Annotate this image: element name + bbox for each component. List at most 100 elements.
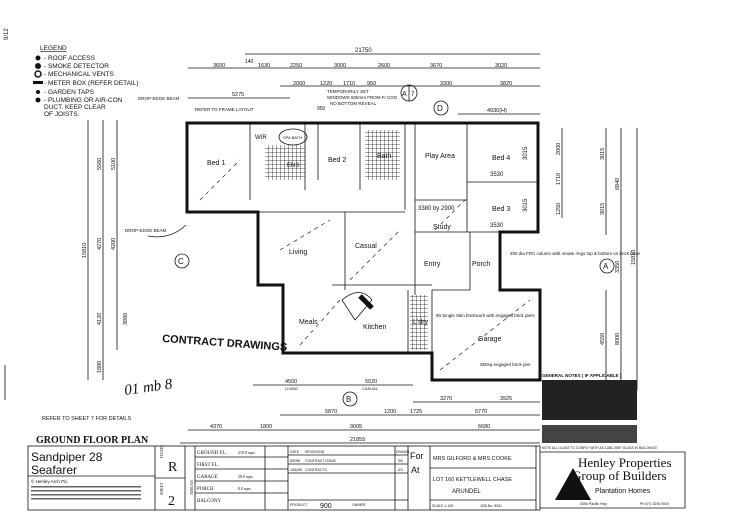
top-dimensions: 21750 3600 140 1630 2250 3000 2600 3670 … [188,48,540,115]
owner-label: OWNER [352,503,366,507]
glass-note: NOTE ALL GLASS TO COMPLY WITH AS 1288-19… [542,446,659,450]
grid-marker-a-right: A [603,262,609,271]
room-labels: Bed 1 WIR SPA BATH ENS Bed 2 Bath Play A… [207,135,529,343]
product-code: 900 [320,503,332,510]
dimension: 1200 [384,409,396,415]
right-dimensions: 15810 6840 3350 8000 3015 3015 4550 2000… [556,128,638,390]
company-logo [555,468,591,500]
revision-desc: CONTRACTS [305,468,327,472]
garden-tap-icon [36,90,40,94]
dimension: 1630 [258,63,270,69]
title-block [27,445,541,511]
dimension: 5275 [232,92,244,98]
product-label: PRODUCT [290,503,308,507]
client-name: MRS GILFORD & MRS COOKE [433,456,512,462]
dimension: 3600 [213,63,225,69]
area-value: 8.0 sqm [238,486,252,491]
dimension: 6840 [615,178,621,190]
areas-label: AREAS [189,480,194,495]
dimension: 5020 [365,379,377,385]
legend-item: - MECHANICAL VENTS [44,71,114,78]
room-bath: Bath [377,153,392,160]
legend-item: DUCT. KEEP CLEAR [44,104,106,111]
revision-date: 18/6/98 [290,468,302,472]
dimension: 140 [245,59,254,65]
dimension: 1725 [410,409,422,415]
bottom-dimensions: 4500 LIVING 5020 CASUAL 3270 3925 5870 1… [180,379,540,444]
area-name: PORCH [197,487,214,492]
plumbing-icon [35,97,41,103]
margin-text: 9/12 [4,28,10,40]
left-dimensions: 15810 5560 4270 4120 1880 5100 4200 3980 [82,120,129,380]
revision-date: 8/5/98 [290,459,300,463]
grid-marker-d: D [437,104,443,113]
dimension: 1710 [556,173,562,185]
dimension: 4930(H) [487,108,507,114]
area-name: GROUND FL. [197,451,227,456]
dimension: 5870 [325,409,337,415]
grid-marker-sheet: 7 [411,92,415,98]
legend-item: - SMOKE DETECTOR [44,63,109,70]
general-notes-title: GENERAL NOTES ( IF APPLICABLE ) [542,373,622,378]
brickwork-note: 90 Single Skin brickwork with engaged br… [436,313,536,318]
windows-note: WINDOWS 505mm FROM F/ COG [327,95,398,100]
copyright: © Henley Arch P/L [31,478,68,484]
room-bed3-side: 3015 [523,198,529,212]
room-study: Study [433,224,451,231]
area-value: 38.0 sqm [238,474,254,479]
dimension: 2000 [293,81,305,87]
suburb: ARUNDEL [452,489,481,495]
dimension: 8000 [615,333,621,345]
contract-drawings-stamp: CONTRACT DRAWINGS [162,333,288,354]
legend-item: - METER BOX (REFER DETAIL) [44,80,139,87]
area-name: GARAGE [197,475,218,480]
dimension: 950 [317,106,326,112]
legend-item: - PLUMBING OR AIR-CON [44,97,123,104]
dimension: 4270 [97,238,103,250]
grid-marker-a: A [402,91,407,98]
room-spa: SPA BATH [283,135,302,140]
plan-title: GROUND FLOOR PLAN [36,435,149,446]
dimension: 1250 [556,203,562,215]
dimension: 15810 [82,243,88,258]
hand-value: R [168,460,178,475]
facade-name: Seafarer [31,463,77,477]
revisions-table: DATE REVISIONS 8/5/98 CONTRACT ISSUE 18/… [290,450,410,510]
general-notes-block [542,380,637,443]
copyright-fine-print [31,486,141,500]
pier-note: 350sq engaged brick pier [480,362,531,367]
room-ens: ENS [287,163,299,169]
room-bed4-note: 3530 [490,172,504,178]
sheet-label: SHEET [159,482,164,495]
room-play-area: Play Area [425,153,455,160]
column-note: 200 dia FRC column with ornate rings top… [510,251,641,256]
dimension: 15810 [631,250,637,265]
room-casual: Casual [355,243,377,250]
division-name: Plantation Homes [595,488,651,495]
revision-desc: REVISIONS [305,450,325,454]
room-living: Living [289,249,307,256]
company-name-line2: Group of Builders [572,468,667,483]
company-phone: Ph (07) 3290 0000 [640,502,669,506]
room-bed3-note: 3530 [490,223,504,229]
dimension: 3925 [500,396,512,402]
dimension: 1710 [343,81,355,87]
drawn-label: DRAWN [396,450,410,454]
walls [185,121,542,382]
legend-item: - GARDEN TAPS [44,89,95,96]
hand-label: HAND [159,446,164,458]
dimension: 6680 [478,424,490,430]
job-number: JOB No. 8331 [480,504,502,508]
dimension: 21855 [350,437,365,443]
room-bed4: Bed 4 [492,155,510,162]
room-garage: Garage [478,336,501,343]
dimension: 2000 [556,143,562,155]
design-name: Sandpiper 28 [31,450,103,464]
legend-title: LEGEND [40,45,67,52]
dimension-label: CASUAL [362,386,379,391]
room-entry: Entry [424,261,441,268]
dimension: 2600 [378,63,390,69]
sheet-value: 2 [168,494,175,509]
dimension: 3000 [334,63,346,69]
legend-item: - ROOF ACCESS [44,55,96,62]
